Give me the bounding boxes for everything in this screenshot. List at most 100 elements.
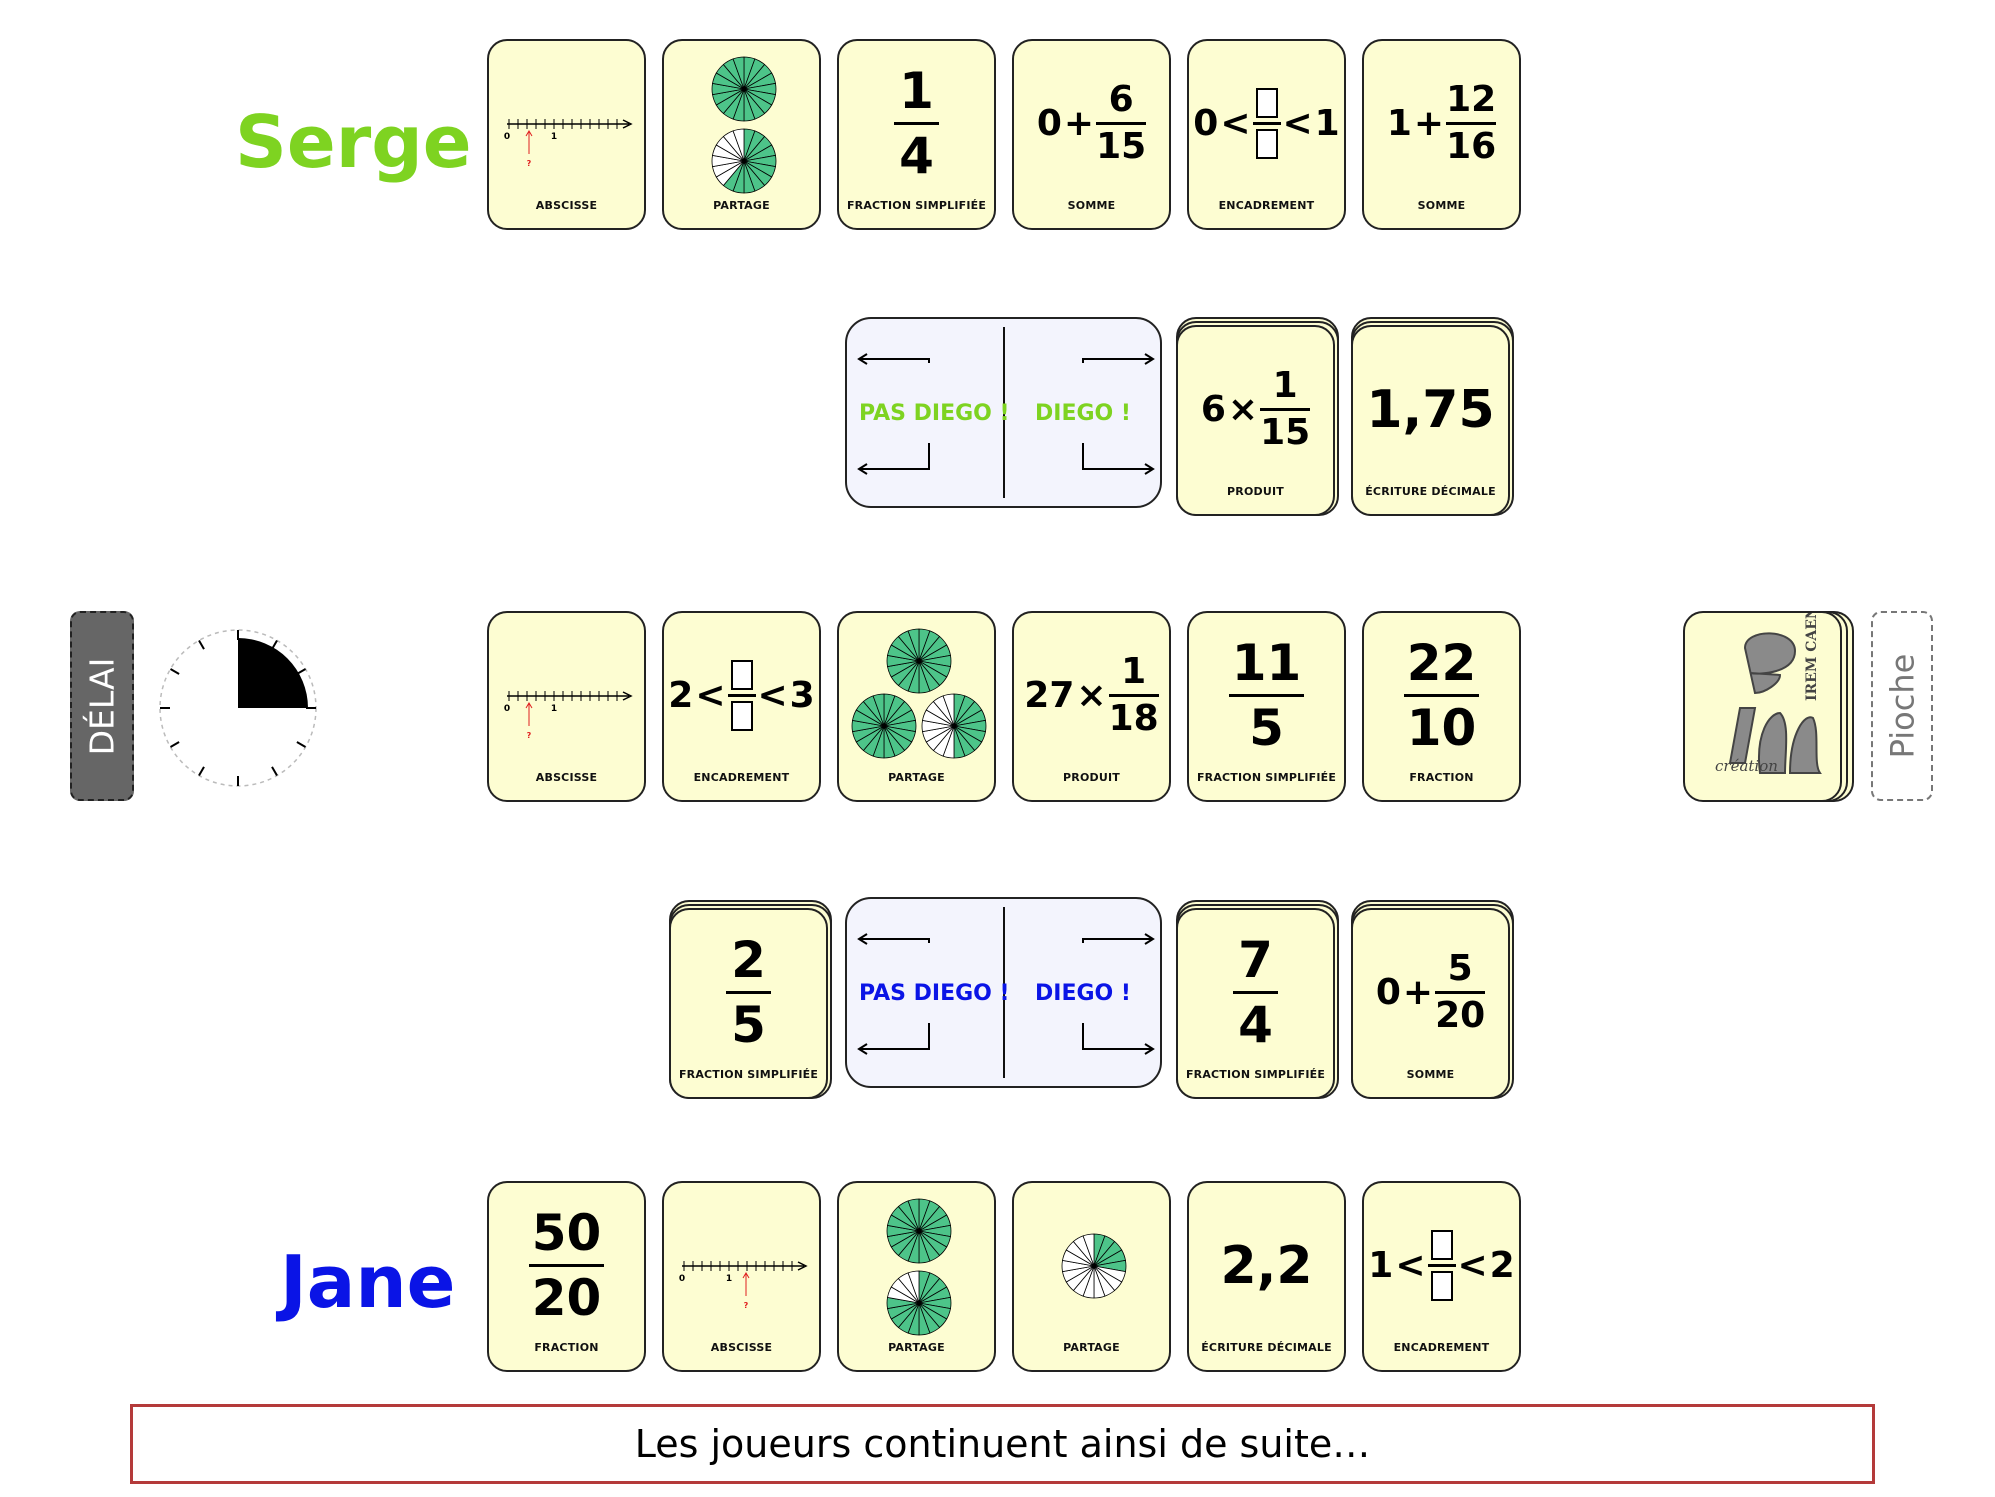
diego-separator	[1003, 907, 1005, 1078]
card-label: SOMME	[1067, 199, 1116, 212]
diego-arrows-icon	[857, 353, 1155, 475]
diego-button[interactable]: DIEGO !	[1035, 401, 1131, 426]
card-label: FRACTION	[534, 1341, 599, 1354]
draw-pile-label-box[interactable]: Pioche	[1871, 611, 1933, 801]
card-label: ENCADREMENT	[1218, 199, 1315, 212]
svg-text:IREM CAEN: IREM CAEN	[1804, 613, 1820, 701]
card-label: PARTAGE	[888, 771, 945, 784]
diego-arrows-icon	[857, 933, 1155, 1055]
card-label: ABSCISSE	[710, 1341, 773, 1354]
draw-pile[interactable]: IREM CAEN création	[1683, 611, 1861, 811]
card-content	[839, 625, 994, 766]
game-card[interactable]: PARTAGE	[837, 1181, 996, 1372]
pas-diego-button[interactable]: PAS DIEGO !	[859, 401, 1010, 426]
card-label: SOMME	[1406, 1068, 1455, 1081]
card-label: FRACTION SIMPLIFIÉE	[846, 199, 987, 212]
card-label: PRODUIT	[1063, 771, 1120, 784]
svg-text:0: 0	[679, 1274, 685, 1284]
player-name-serge: Serge	[235, 100, 472, 184]
svg-text:0: 0	[504, 704, 510, 714]
card-label: FRACTION	[1409, 771, 1474, 784]
card-content	[1014, 1195, 1169, 1336]
pie-chart-icon	[1061, 1233, 1127, 1298]
pie-chart-icon	[851, 628, 987, 758]
game-card[interactable]: PARTAGE	[662, 39, 821, 230]
card-content: 2,2	[1220, 1235, 1313, 1296]
game-card[interactable]: 0 1? ABSCISSE	[662, 1181, 821, 1372]
card-label: SOMME	[1417, 199, 1466, 212]
card-content: 0 1?	[664, 1195, 819, 1336]
card-content	[839, 1195, 994, 1336]
card-content: 1,75	[1366, 379, 1495, 440]
card-content: 1<<2	[1364, 1195, 1519, 1336]
diego-zone-jane[interactable]: PAS DIEGO ! DIEGO !	[845, 897, 1162, 1088]
pas-diego-button[interactable]: PAS DIEGO !	[859, 981, 1010, 1006]
delay-button[interactable]: DÉLAI	[70, 611, 134, 801]
game-card[interactable]: 0 1? ABSCISSE	[487, 611, 646, 802]
game-card[interactable]: PARTAGE	[837, 611, 996, 802]
logo-card[interactable]: IREM CAEN création	[1683, 611, 1842, 802]
card-label: FRACTION SIMPLIFIÉE	[1196, 771, 1337, 784]
svg-text:?: ?	[744, 1301, 749, 1310]
diego-zone-serge[interactable]: PAS DIEGO ! DIEGO !	[845, 317, 1162, 508]
number-line-icon: 0 1?	[679, 1260, 808, 1310]
card-label: ÉCRITURE DÉCIMALE	[1201, 1341, 1332, 1354]
game-card[interactable]: PARTAGE	[1012, 1181, 1171, 1372]
card-label: PRODUIT	[1227, 485, 1284, 498]
timer-clock-icon	[159, 629, 317, 787]
svg-text:création: création	[1715, 757, 1778, 775]
pie-chart-icon	[886, 1198, 952, 1335]
card-label: ABSCISSE	[535, 199, 598, 212]
delay-label: DÉLAI	[82, 657, 122, 755]
pie-chart-icon	[711, 56, 777, 193]
svg-text:?: ?	[527, 159, 532, 168]
card-label: ENCADREMENT	[693, 771, 790, 784]
number-line-icon: 0 1?	[504, 690, 633, 740]
svg-text:1: 1	[551, 704, 557, 714]
card-label: FRACTION SIMPLIFIÉE	[1185, 1068, 1326, 1081]
svg-text:?: ?	[527, 731, 532, 740]
svg-text:1: 1	[726, 1274, 732, 1284]
card-label: PARTAGE	[888, 1341, 945, 1354]
diego-button[interactable]: DIEGO !	[1035, 981, 1131, 1006]
card-label: ABSCISSE	[535, 771, 598, 784]
instruction-banner: Les joueurs continuent ainsi de suite…	[130, 1404, 1875, 1484]
